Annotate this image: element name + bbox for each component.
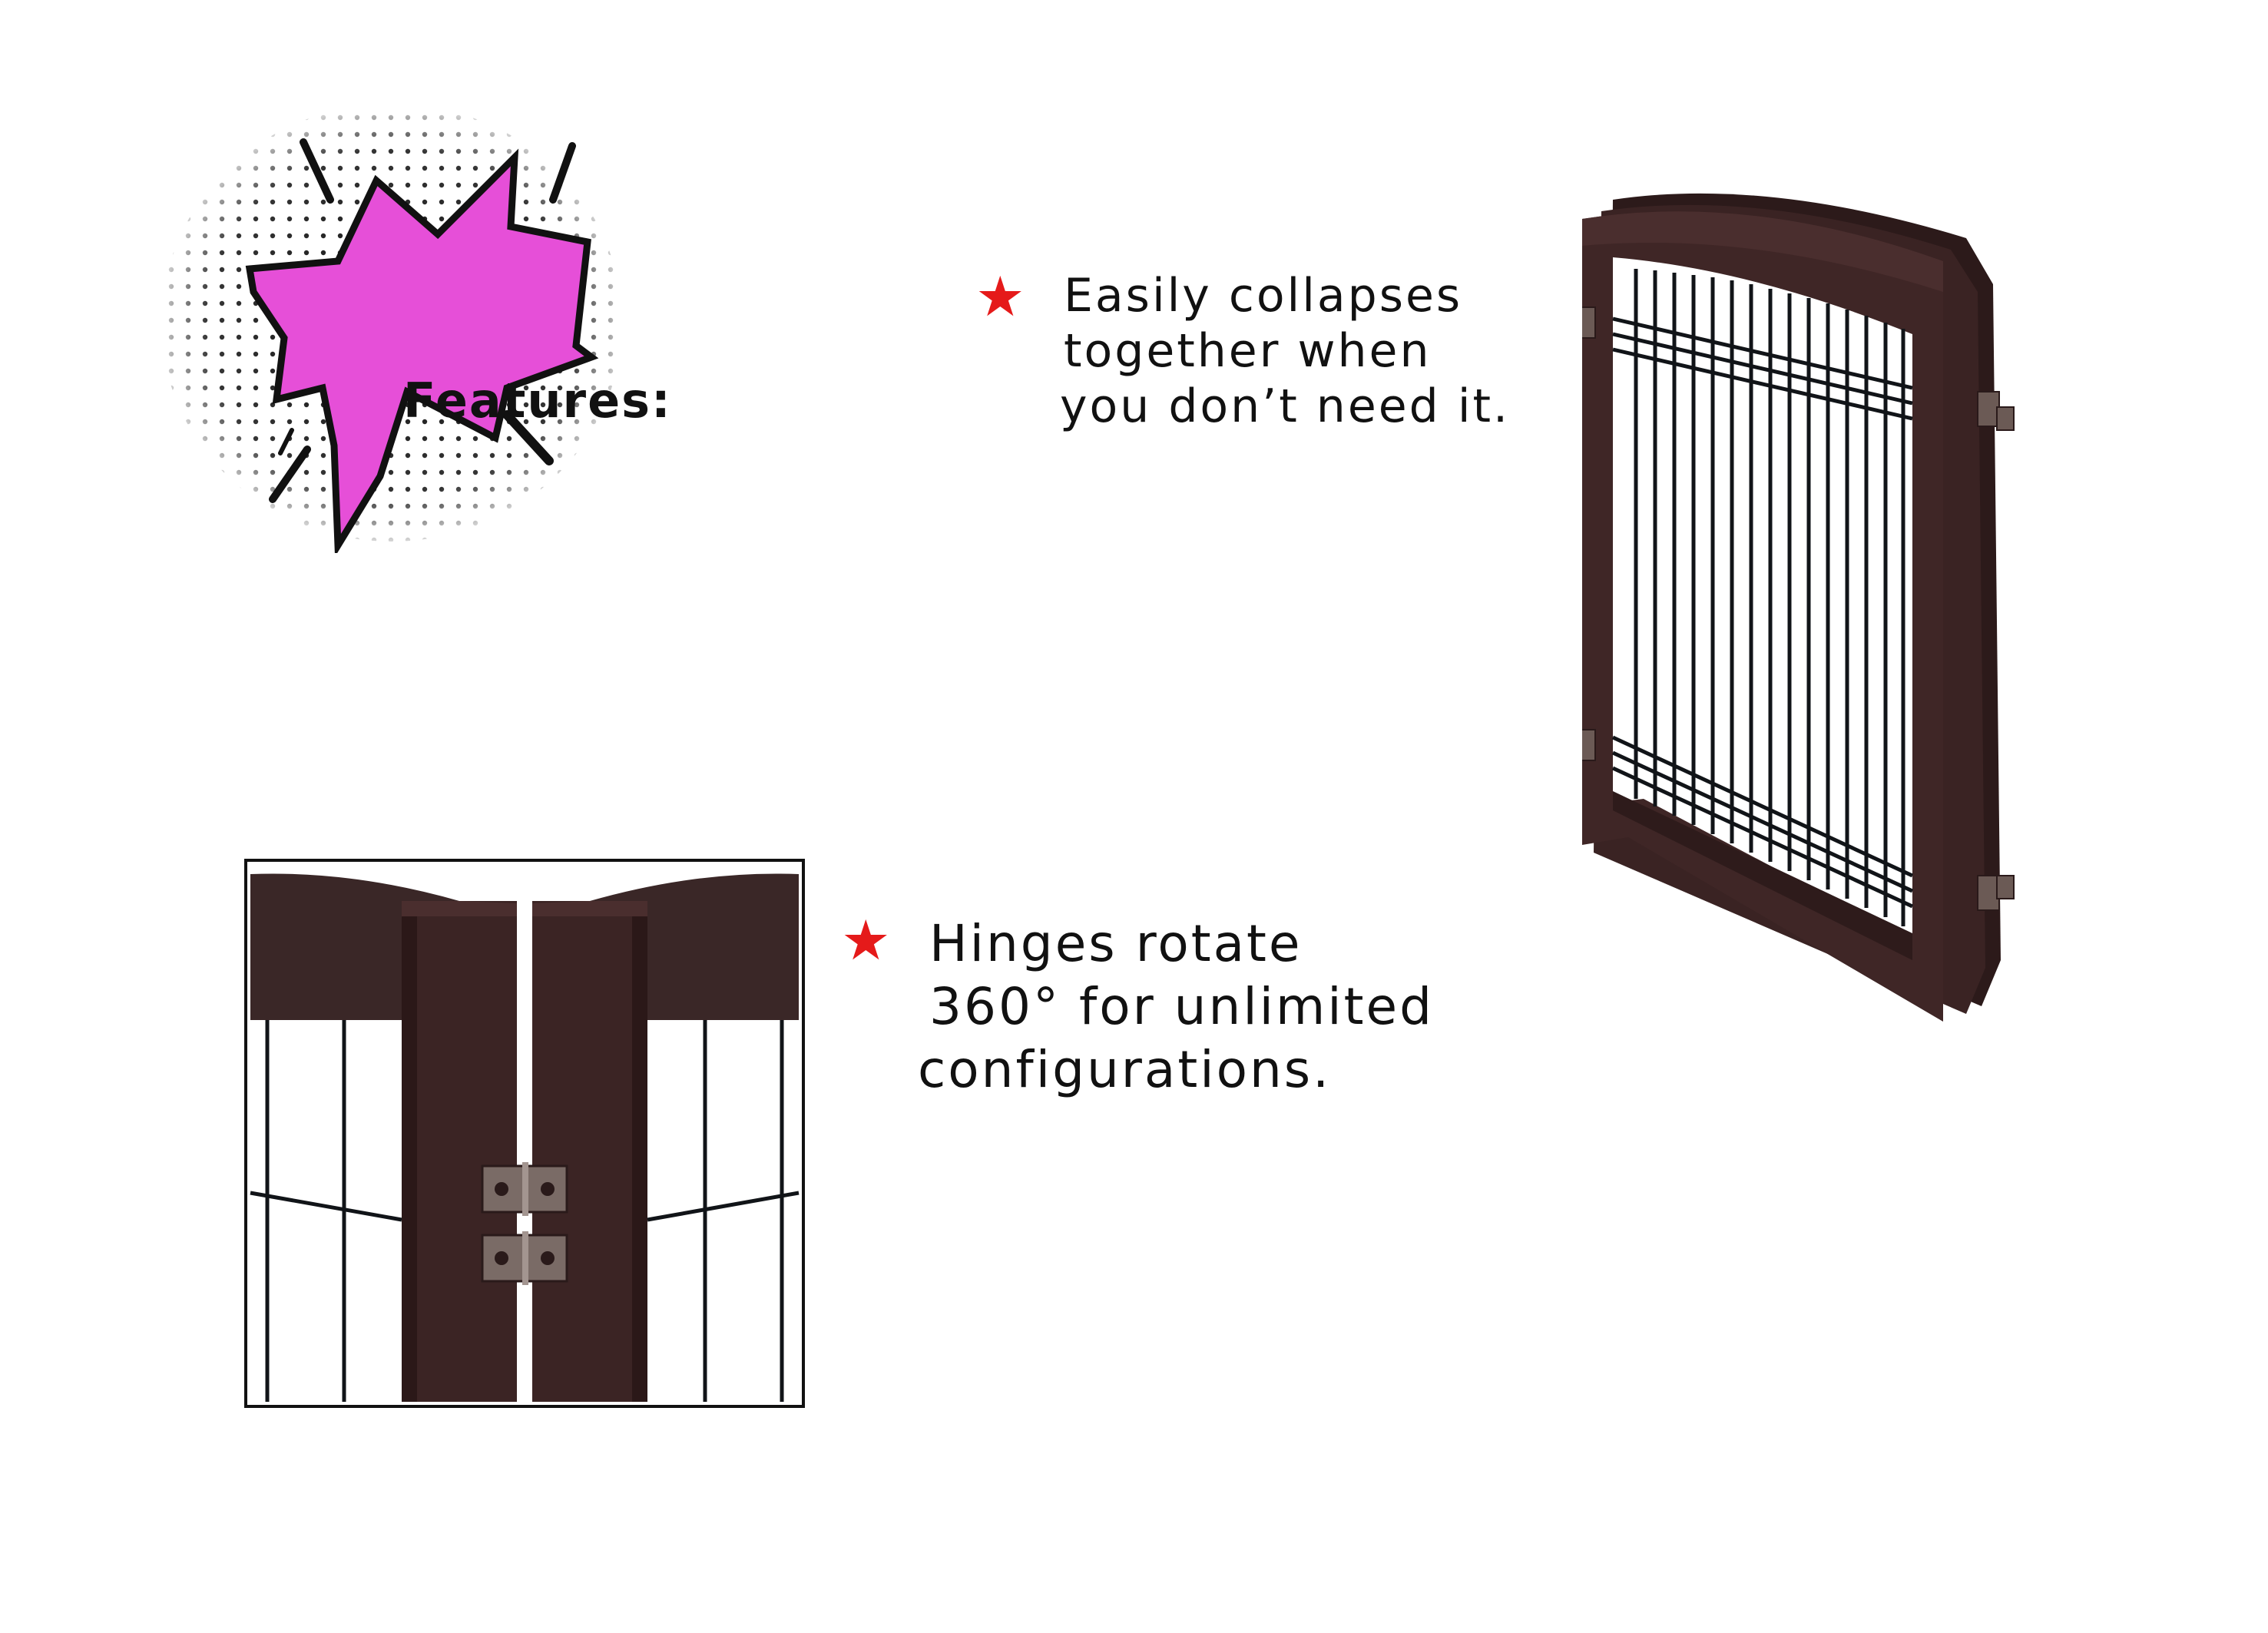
features-badge: Features: xyxy=(146,92,670,558)
star-icon: ★ xyxy=(841,908,891,972)
gate-illustration xyxy=(1578,193,2015,1022)
feature-text-line: 360° for unlimited xyxy=(929,977,1435,1036)
metal-hinge xyxy=(481,1162,568,1285)
hinge-closeup-image xyxy=(241,856,808,1411)
feature-collapse: ★ Easily collapses together when you don… xyxy=(975,261,1559,446)
feature-text-line: you don’t need it. xyxy=(1060,379,1511,433)
feature-text-line: Easily collapses xyxy=(1064,269,1463,323)
features-label: Features: xyxy=(403,373,672,429)
star-icon: ★ xyxy=(975,264,1025,329)
hinge-illustration xyxy=(241,856,808,1411)
gate-wires xyxy=(1634,269,1905,926)
folded-gate-image xyxy=(1578,184,2028,1022)
feature-hinges: ★ Hinges rotate 360° for unlimited confi… xyxy=(841,906,1471,1106)
burst-graphic xyxy=(161,104,622,558)
hinge-wires xyxy=(250,1020,800,1402)
feature-text-line: together when xyxy=(1064,324,1432,378)
action-lines xyxy=(269,138,576,503)
feature-text-line: Hinges rotate xyxy=(929,914,1303,973)
burst-shape xyxy=(245,148,599,558)
feature-text-line: configurations. xyxy=(918,1040,1332,1099)
gate-hinges xyxy=(1578,306,2015,911)
